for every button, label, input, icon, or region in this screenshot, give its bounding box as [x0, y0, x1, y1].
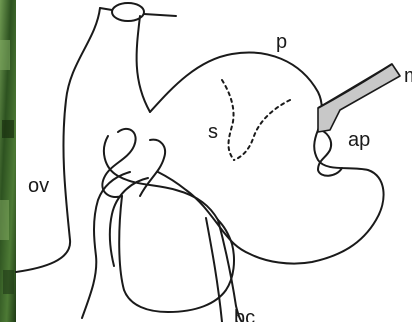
- internal-dotted-right: [234, 100, 290, 160]
- photo-strip: [0, 0, 16, 322]
- label-ap: ap: [348, 129, 370, 151]
- label-m: m: [404, 65, 412, 87]
- duct-ring: [112, 3, 144, 21]
- sac-outline: [150, 53, 384, 264]
- appendix-loop: [318, 130, 342, 176]
- bursa-outline: [119, 196, 234, 312]
- label-ov: ov: [28, 175, 49, 197]
- bursa-duct-inner: [206, 218, 222, 322]
- shaded-muscle-duct: [318, 64, 400, 132]
- upper-duct-inner-outline: [137, 16, 150, 112]
- label-s: s: [208, 121, 218, 143]
- upper-duct-outline: [16, 8, 100, 272]
- label-bc: bc: [234, 307, 255, 322]
- internal-dotted-left: [222, 80, 234, 160]
- label-p: p: [276, 31, 287, 53]
